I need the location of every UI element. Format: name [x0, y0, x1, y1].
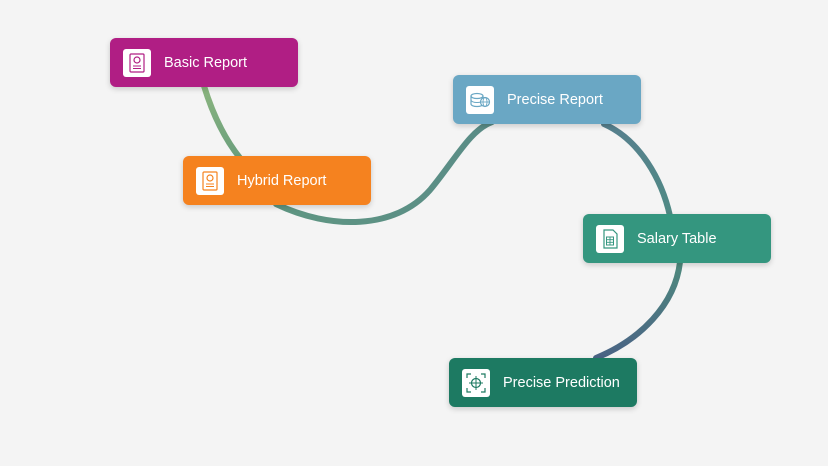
spreadsheet-icon	[596, 224, 624, 253]
database-globe-icon	[466, 85, 494, 114]
precise-report-node[interactable]: Precise Report	[453, 75, 641, 124]
salary-table-node[interactable]: Salary Table	[583, 214, 771, 263]
document-badge-icon	[123, 48, 151, 77]
hybrid-report-node[interactable]: Hybrid Report	[183, 156, 371, 205]
connector-hybrid-to-precise-report	[273, 119, 495, 225]
hybrid-report-label: Hybrid Report	[237, 172, 327, 189]
connector-basic-to-hybrid	[201, 83, 243, 161]
document-badge-icon	[196, 166, 224, 195]
basic-report-label: Basic Report	[164, 54, 248, 71]
precise-prediction-node[interactable]: Precise Prediction	[449, 358, 637, 407]
basic-report-node[interactable]: Basic Report	[110, 38, 298, 87]
precise-report-label: Precise Report	[507, 91, 603, 108]
connector-salary-to-prediction	[593, 259, 683, 361]
precise-prediction-label: Precise Prediction	[503, 374, 620, 391]
connector-precise-report-to-salary	[601, 121, 673, 219]
salary-table-label: Salary Table	[637, 230, 717, 247]
target-icon	[462, 368, 490, 397]
